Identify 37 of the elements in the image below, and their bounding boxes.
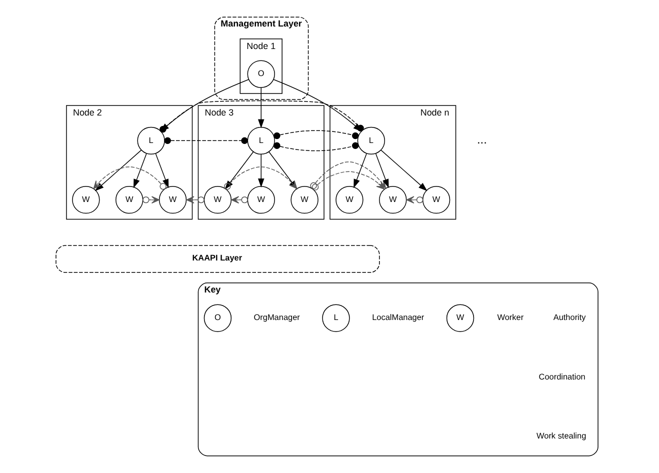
label: ... — [476, 132, 486, 147]
arrow — [154, 153, 168, 188]
arrow — [142, 196, 160, 204]
node-box: KAAPI Layer — [55, 245, 380, 273]
node-circle: W — [446, 304, 474, 332]
node-circle: W — [422, 186, 450, 214]
connector — [273, 130, 358, 152]
legend-label: Worker — [496, 313, 524, 322]
legend-label: OrgManager — [253, 313, 300, 322]
node-circle: W — [290, 186, 318, 214]
legend-label: LocalManager — [372, 313, 424, 322]
arrow — [92, 166, 166, 190]
connector — [164, 137, 248, 144]
arrow — [230, 196, 248, 204]
arrow — [186, 196, 204, 204]
node-circle: W — [115, 186, 143, 214]
node-circle: W — [335, 186, 363, 214]
legend-label: Work stealing — [536, 431, 586, 440]
arrow — [257, 154, 264, 188]
node-circle: L — [136, 126, 164, 155]
node-circle: O — [246, 60, 274, 88]
arrow — [380, 150, 427, 192]
node-circle: W — [203, 186, 232, 214]
node-circle: W — [378, 186, 406, 214]
node-circle: W — [246, 186, 274, 214]
node-circle: O — [203, 304, 232, 332]
arrow — [406, 196, 423, 204]
arrow — [353, 153, 366, 188]
legend-label: Authority — [552, 313, 586, 322]
arrow — [132, 153, 146, 188]
node-circle: L — [356, 126, 385, 155]
node-circle: W — [158, 186, 186, 214]
node-circle: L — [246, 126, 274, 155]
node-circle: W — [72, 186, 100, 214]
arrow — [257, 87, 264, 128]
node-circle: L — [322, 304, 350, 332]
legend-label: Coordination — [538, 372, 585, 382]
